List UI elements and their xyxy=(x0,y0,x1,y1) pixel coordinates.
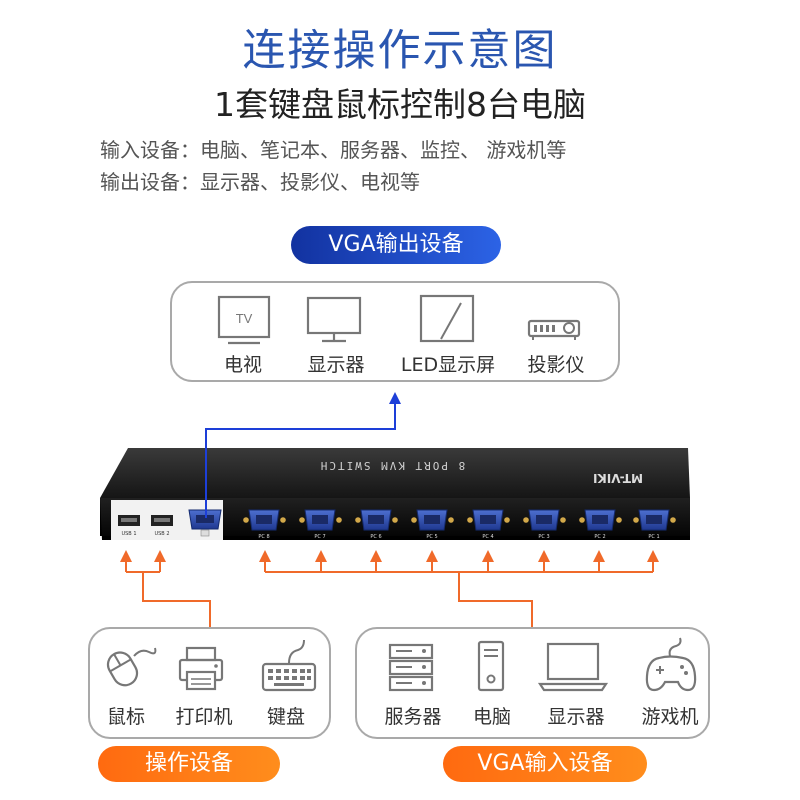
monitor-icon xyxy=(306,296,362,343)
operation-device-label: 键盘 xyxy=(266,706,305,728)
vga-input-pill: VGA输入设备 xyxy=(443,746,647,782)
page-title: 连接操作示意图 xyxy=(242,26,558,76)
port-label-pc8: PC 8 xyxy=(258,534,269,540)
output-connector-line xyxy=(205,392,401,518)
operation-connector-lines xyxy=(120,550,211,627)
input-device-label: 显示器 xyxy=(547,706,605,728)
vga-port-pc8 xyxy=(243,509,286,531)
kvm-top-label: 8 PORT KVM SWITCH xyxy=(319,459,466,472)
gamepad-icon xyxy=(645,637,697,692)
usb-1-label: USB 1 xyxy=(121,531,136,537)
vga-port-pc7 xyxy=(299,509,342,531)
server-icon xyxy=(388,643,434,692)
vga-port-pc2 xyxy=(579,509,622,531)
vga-port-pc1 xyxy=(633,509,676,531)
kvm-switch: 8 PORT KVM SWITCH MT-VIKI USB 1 USB 2 xyxy=(100,448,690,540)
input-devices-description: 输入设备：电脑、笔记本、服务器、监控、 游戏机等 xyxy=(100,138,567,162)
keyboard-icon xyxy=(261,639,317,692)
port-label-pc5: PC 5 xyxy=(426,534,437,540)
usb-port-2 xyxy=(151,515,173,526)
output-device-label: 电视 xyxy=(223,354,262,376)
port-label-pc1: PC 1 xyxy=(648,534,659,540)
operation-device-label: 打印机 xyxy=(175,706,233,728)
page-subtitle: 1套键盘鼠标控制8台电脑 xyxy=(214,85,586,124)
output-device-label: 投影仪 xyxy=(527,354,585,376)
vga-port-pc5 xyxy=(411,509,454,531)
tv-icon-text: TV xyxy=(236,311,253,326)
laptop-icon xyxy=(537,642,609,692)
led-screen-icon xyxy=(419,294,475,343)
vga-output-pill: VGA输出设备 xyxy=(291,226,501,264)
port-label-pc4: PC 4 xyxy=(482,534,493,540)
kvm-brand-logo: MT-VIKI xyxy=(593,471,643,485)
mouse-icon xyxy=(106,647,157,687)
output-device-label: LED显示屏 xyxy=(400,354,496,376)
usb-port-1 xyxy=(118,515,140,526)
input-connector-lines xyxy=(259,550,659,627)
input-device-label: 电脑 xyxy=(472,706,511,728)
vga-port-pc3 xyxy=(523,509,566,531)
vga-port-pc6 xyxy=(355,509,398,531)
operation-device-label: 鼠标 xyxy=(106,706,145,728)
usb-2-label: USB 2 xyxy=(154,531,169,537)
port-label-pc3: PC 3 xyxy=(538,534,549,540)
operation-devices-pill: 操作设备 xyxy=(98,746,280,782)
port-label-pc2: PC 2 xyxy=(594,534,605,540)
output-device-label: 显示器 xyxy=(307,354,365,376)
printer-icon xyxy=(178,646,224,691)
vga-port-pc4 xyxy=(467,509,510,531)
console-vga-port xyxy=(188,509,222,537)
port-label-pc7: PC 7 xyxy=(314,534,325,540)
output-devices-description: 输出设备：显示器、投影仪、电视等 xyxy=(100,170,420,194)
pc-tower-icon xyxy=(477,640,505,692)
port-label-pc6: PC 6 xyxy=(370,534,381,540)
input-device-label: 服务器 xyxy=(384,706,442,728)
tv-icon: TV xyxy=(217,295,271,345)
projector-icon xyxy=(527,319,581,340)
input-device-label: 游戏机 xyxy=(641,706,699,728)
